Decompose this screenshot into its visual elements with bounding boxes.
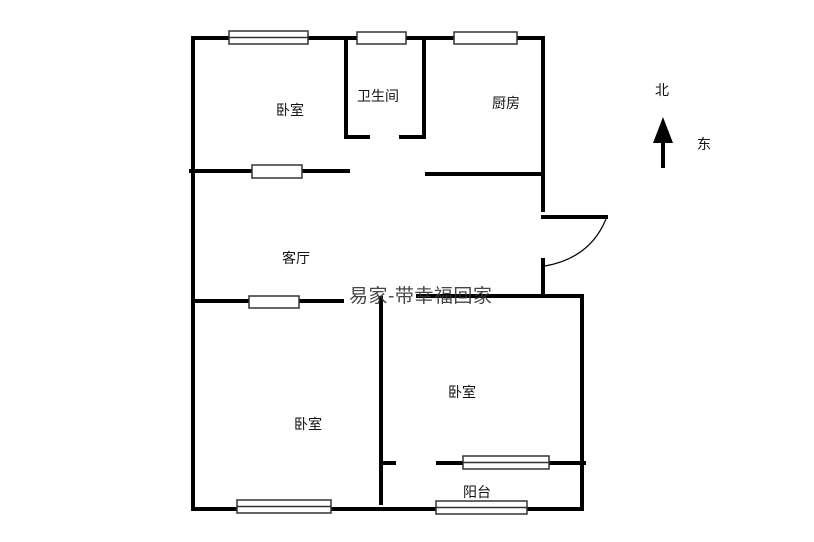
room-label-bedroom-nw: 卧室 <box>276 103 304 119</box>
window-kitchen <box>453 31 518 45</box>
window-bedroom-se-balcony <box>462 455 550 470</box>
window-balcony-south <box>435 500 528 515</box>
room-label-bedroom-se: 卧室 <box>448 385 476 401</box>
window-living-south <box>248 295 300 309</box>
window-bedroom-nw-south <box>251 164 303 179</box>
door-swing-arc <box>544 218 607 267</box>
north-arrow-icon <box>653 117 673 168</box>
window-bedroom-nw-north <box>228 30 309 45</box>
room-label-living-room: 客厅 <box>282 251 310 267</box>
room-label-bathroom: 卫生间 <box>357 89 399 105</box>
windows <box>228 30 550 515</box>
room-label-kitchen: 厨房 <box>492 96 520 112</box>
window-bathroom <box>356 31 407 45</box>
walls <box>189 36 608 511</box>
watermark: 易家-带幸福回家 <box>349 285 493 307</box>
compass-north-label: 北 <box>655 83 669 99</box>
room-label-bedroom-sw: 卧室 <box>294 417 322 433</box>
room-label-balcony: 阳台 <box>463 485 491 501</box>
window-bedroom-sw-south <box>236 499 332 514</box>
compass-east-label: 东 <box>697 137 711 153</box>
